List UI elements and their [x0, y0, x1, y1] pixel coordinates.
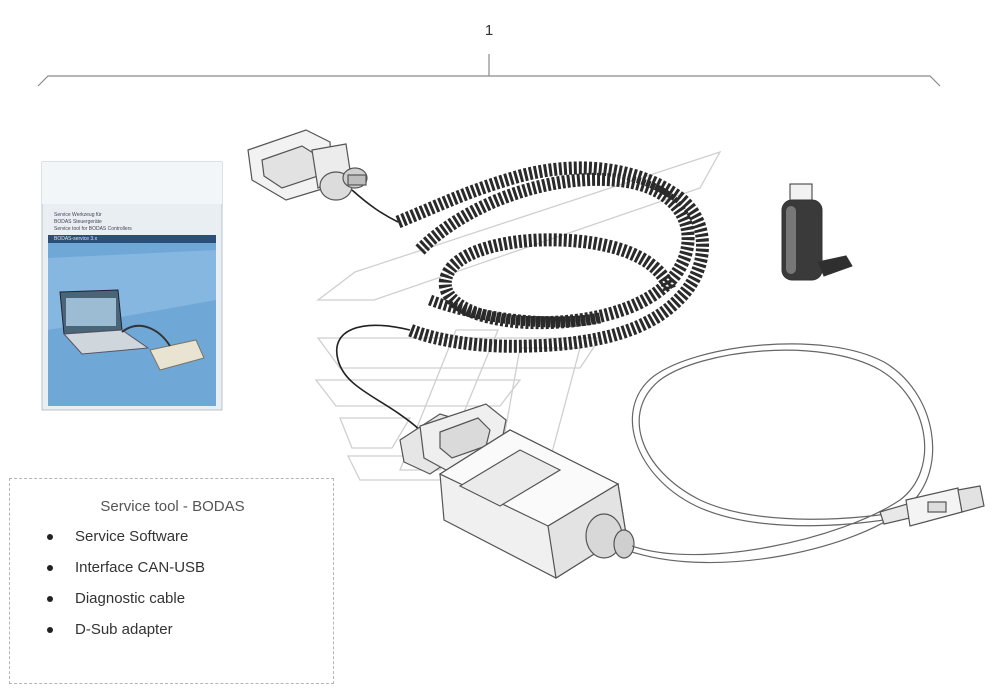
legend-list: Service Software Interface CAN-USB Diagn… — [10, 528, 205, 652]
legend-item: Diagnostic cable — [10, 590, 205, 621]
manual-band-label: BODAS-service 3.x — [54, 236, 98, 242]
cable-top-lead — [351, 189, 399, 223]
legend-box: Service tool - BODAS Service Software In… — [9, 478, 334, 684]
can-usb-interface — [438, 429, 635, 579]
bullet-icon — [47, 627, 53, 633]
bullet-icon — [47, 565, 53, 571]
callout-bracket — [37, 54, 941, 87]
bullet-icon — [47, 596, 53, 602]
legend-item: Interface CAN-USB — [10, 559, 205, 590]
legend-item-label: Diagnostic cable — [75, 590, 186, 607]
legend-item: Service Software — [10, 528, 205, 559]
manual-title-line-1: Service Werkzeug für — [54, 212, 102, 218]
legend-title: Service tool - BODAS — [100, 498, 245, 515]
manual-booklet — [41, 161, 223, 411]
legend-item-label: Interface CAN-USB — [75, 559, 206, 576]
callout-number: 1 — [484, 22, 494, 39]
dsub-connector-top — [247, 129, 368, 201]
coiled-cable — [395, 161, 709, 353]
legend-item-label: D-Sub adapter — [75, 621, 173, 638]
bullet-icon — [47, 534, 53, 540]
dsub-connector-bottom — [399, 403, 507, 475]
manual-title-line-2: BODAS Steuergeräte — [54, 219, 102, 225]
usb-stick — [781, 183, 853, 281]
manual-title-line-3: Service tool for BODAS Controllers — [54, 226, 132, 232]
cable-lower-lead — [335, 324, 421, 431]
legend-item: D-Sub adapter — [10, 621, 205, 652]
usb-cable — [631, 343, 934, 564]
legend-item-label: Service Software — [75, 528, 189, 545]
manual-laptop-illustration — [59, 289, 205, 371]
usb-plug — [879, 485, 985, 527]
